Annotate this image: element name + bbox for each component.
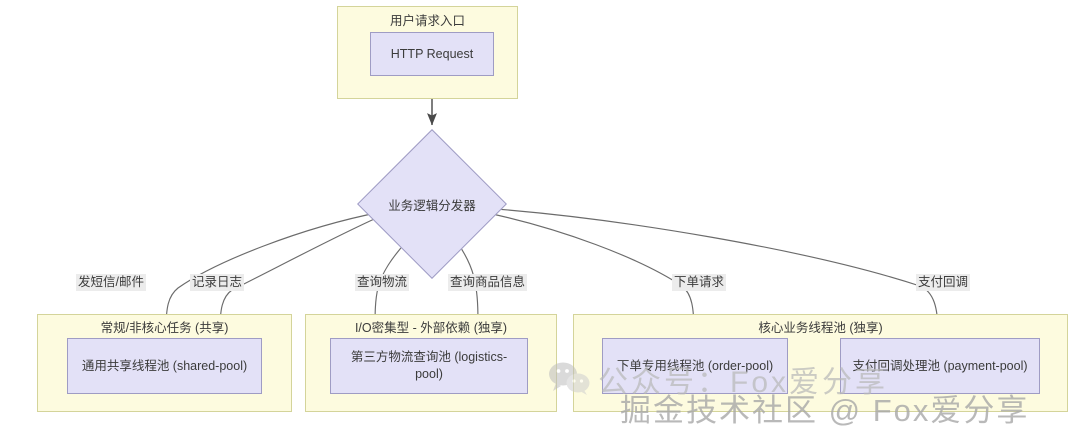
edge-label-query-logistics: 查询物流: [355, 274, 410, 291]
edge-label-sms-mail: 发短信/邮件: [76, 274, 146, 291]
group-title-user-request-entry: 用户请求入口: [389, 14, 465, 28]
group-title-regular-noncore-tasks: 常规/非核心任务 (共享): [100, 321, 229, 335]
edge-label-place-order: 下单请求: [672, 274, 727, 291]
node-shared-pool[interactable]: 通用共享线程池 (shared-pool): [67, 338, 262, 394]
node-business-dispatcher[interactable]: 业务逻辑分发器: [357, 129, 507, 279]
node-business-dispatcher-label: 业务逻辑分发器: [388, 198, 476, 213]
node-payment-pool[interactable]: 支付回调处理池 (payment-pool): [840, 338, 1040, 394]
wechat-logo-icon: [549, 362, 590, 395]
node-logistics-pool[interactable]: 第三方物流查询池 (logistics-pool): [330, 338, 528, 394]
group-title-io-bound-external-dependency: I/O密集型 - 外部依赖 (独享): [354, 321, 508, 335]
node-order-pool[interactable]: 下单专用线程池 (order-pool): [602, 338, 788, 394]
group-title-core-business-thread-pools: 核心业务线程池 (独享): [758, 321, 883, 335]
edge-label-query-product: 查询商品信息: [448, 274, 528, 291]
edge-dispatcher-to-shared-sms: [162, 211, 382, 331]
node-http-request[interactable]: HTTP Request: [370, 32, 494, 76]
edge-label-payment-callback: 支付回调: [916, 274, 971, 291]
edge-label-logging: 记录日志: [190, 274, 245, 291]
